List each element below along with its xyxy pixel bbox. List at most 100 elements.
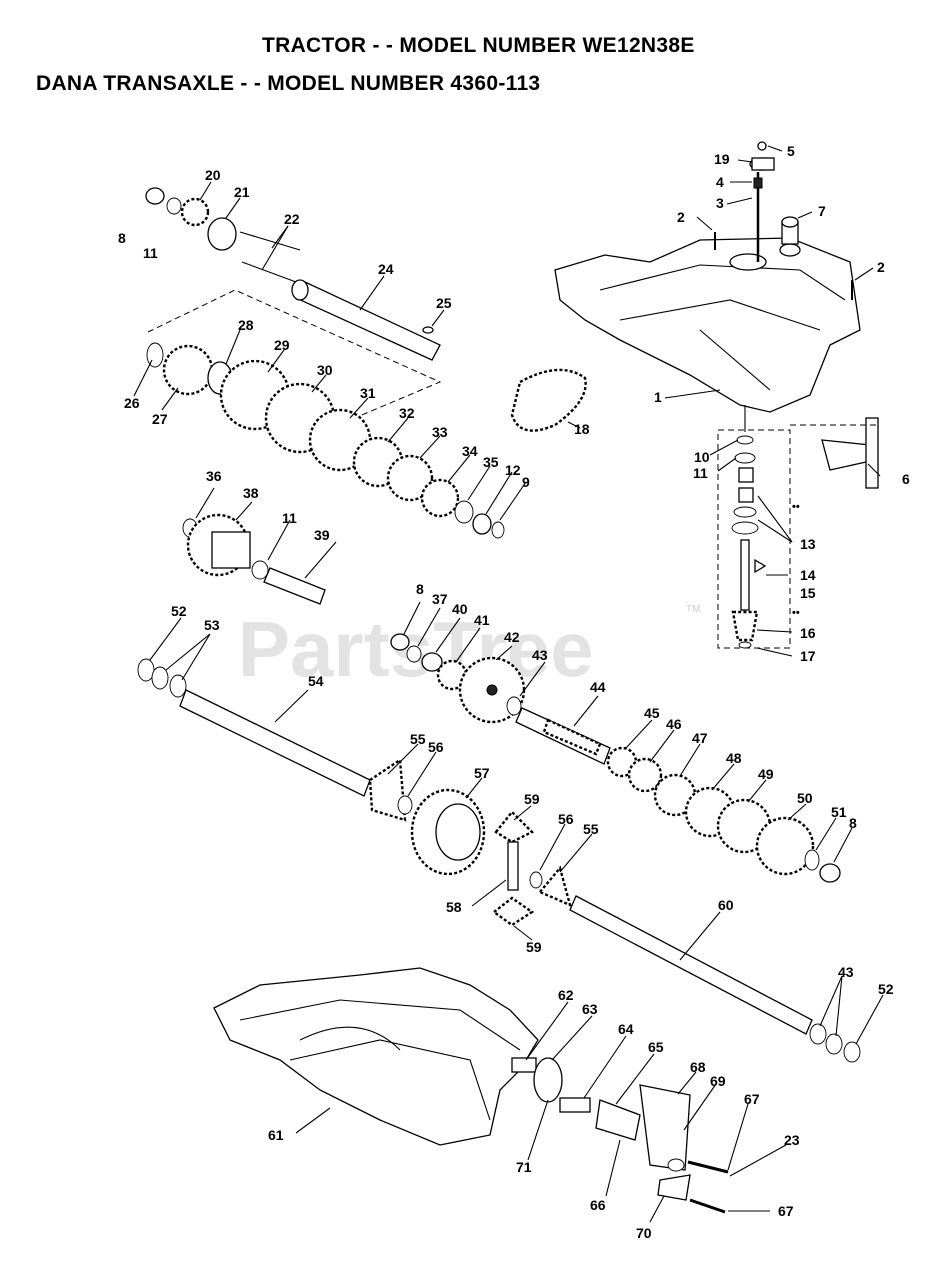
left-axle-group [137,658,413,822]
callout-29: 29 [274,337,290,353]
lower-housing-part [213,967,539,1146]
callout-55a: 55 [410,731,426,747]
callout-19: 19 [714,151,730,167]
callout-4: 4 [716,174,724,190]
callout-2a: 2 [677,209,685,225]
callout-67a: 67 [744,1091,760,1107]
callout-64: 64 [618,1021,634,1037]
callout-11c: 11 [282,510,297,526]
callout-62: 62 [558,987,574,1003]
callout-11a: 11 [693,465,708,481]
differential-group [410,788,572,927]
callout-68: 68 [690,1059,706,1075]
callout-53: 53 [204,617,220,633]
callout-57: 57 [474,765,490,781]
leader-lines [133,145,884,1223]
callout-8c: 8 [849,815,857,831]
callout-8a: 8 [118,230,126,246]
callout-18: 18 [574,421,590,437]
callout-69: 69 [710,1073,726,1089]
callout-50: 50 [797,790,813,806]
callout-6: 6 [902,471,910,487]
callout-13: 13 [800,536,816,552]
callout-54: 54 [308,673,324,689]
callout-26: 26 [124,395,140,411]
callout-36: 36 [206,468,222,484]
callout-56b: 56 [558,811,574,827]
shaft-outline-box [147,289,442,421]
callout-59a: 59 [524,791,540,807]
callout-34: 34 [462,443,478,459]
shift-bracket-part [790,417,879,489]
callout-3: 3 [716,195,724,211]
callout-55b: 55 [583,821,599,837]
callout-10: 10 [694,449,710,465]
callout-7: 7 [818,203,826,219]
callout-25: 25 [436,295,452,311]
brake-shaft-group [145,187,441,361]
callout-12: 12 [505,462,521,478]
callout-1: 1 [654,389,662,405]
drive-chain-part [510,368,587,432]
callout-22: 22 [284,211,300,227]
title-transaxle-model: DANA TRANSAXLE - - MODEL NUMBER 4360-113 [36,72,541,95]
callout-11b: 11 [143,245,158,261]
callout-52b: 52 [878,981,894,997]
gear-cluster-row [146,342,505,539]
callout-40: 40 [452,601,468,617]
callout-63: 63 [582,1001,598,1017]
callout-33: 33 [432,424,448,440]
callout-37: 37 [432,591,448,607]
callout-14: 14 [800,567,816,583]
callout-67b: 67 [778,1203,794,1219]
input-gear-group [390,633,526,724]
callout-dots-2: •• [792,607,800,619]
callout-9: 9 [522,474,530,490]
callout-42: 42 [504,629,520,645]
callout-32: 32 [399,405,415,421]
callout-38: 38 [243,485,259,501]
brake-assembly-group [511,1057,729,1214]
callout-43b: 43 [838,964,854,980]
callout-31: 31 [360,385,376,401]
callout-15: 15 [800,585,816,601]
callout-44: 44 [590,679,606,695]
callout-58: 58 [446,899,462,915]
callout-20: 20 [205,167,221,183]
callout-45: 45 [644,705,660,721]
callout-52a: 52 [171,603,187,619]
watermark-trademark: TM [686,604,700,615]
callout-5: 5 [787,143,795,159]
callout-28: 28 [238,317,254,333]
callout-43a: 43 [532,647,548,663]
callout-46: 46 [666,716,682,732]
callout-71: 71 [516,1159,532,1175]
callout-48: 48 [726,750,742,766]
shift-shaft-part [749,141,775,262]
callout-30: 30 [317,362,333,378]
callout-49: 49 [758,766,774,782]
callout-24: 24 [378,261,394,277]
callout-70: 70 [636,1225,652,1241]
callout-56a: 56 [428,739,444,755]
callout-35: 35 [483,454,499,470]
callout-51: 51 [831,804,847,820]
callout-66: 66 [590,1197,606,1213]
callout-27: 27 [152,411,168,427]
callout-17: 17 [800,648,816,664]
right-axle-group [569,895,861,1063]
callout-59b: 59 [526,939,542,955]
callout-23: 23 [784,1132,800,1148]
title-tractor-model: TRACTOR - - MODEL NUMBER WE12N38E [262,34,695,57]
callout-39: 39 [314,527,330,543]
countershaft-group [182,513,326,605]
callout-2b: 2 [877,259,885,275]
output-shaft-group [515,707,841,883]
pinion-shaft-assembly [717,405,791,649]
callout-47: 47 [692,730,708,746]
callout-labels: 1 2 2 3 4 5 6 7 8 8 8 9 10 11 11 11 12 1… [118,143,910,1241]
callout-dots-1: •• [792,501,800,513]
callout-61: 61 [268,1127,284,1143]
callout-16: 16 [800,625,816,641]
